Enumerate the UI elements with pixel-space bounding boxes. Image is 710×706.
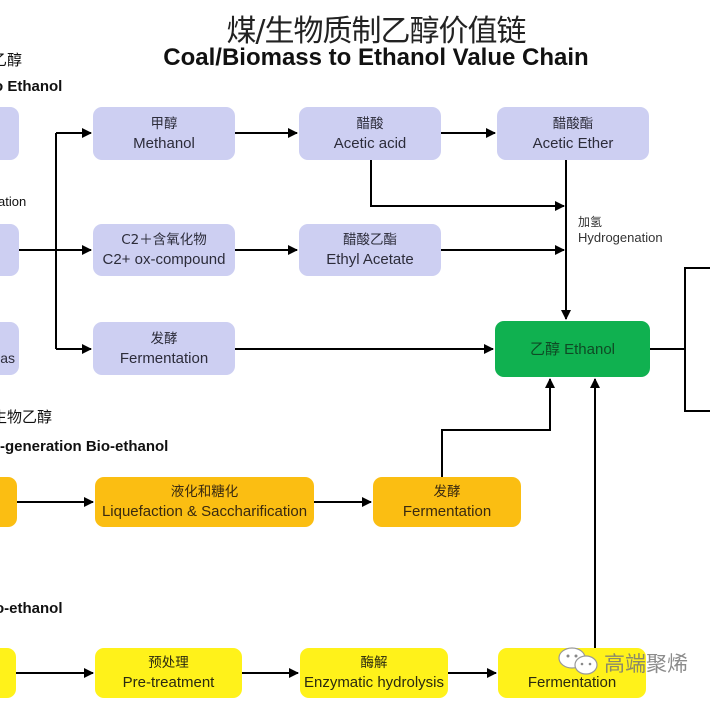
pretreatment-label-en: Pre-treatment — [122, 674, 215, 691]
gasification-box — [0, 224, 19, 276]
hydrogenation-label-en: Hydrogenation — [578, 230, 663, 245]
c2-compound-label-en: C2+ ox-compound — [102, 251, 226, 268]
syngas-label: as — [0, 350, 15, 366]
title-chinese: 煤/生物质制乙醇价值链 — [226, 14, 526, 49]
arrow-bio1-fermentation-ethanol — [441, 378, 555, 477]
ethanol-label: 乙醇 Ethanol — [529, 340, 616, 358]
coal-fermentation-label-en: Fermentation — [119, 349, 209, 367]
title-english: Coal/Biomass to Ethanol Value Chain — [163, 44, 589, 71]
ethanol-box: 乙醇 Ethanol — [495, 321, 650, 377]
section-coal-label-en: o Ethanol — [0, 78, 63, 95]
ethyl-acetate-label-cn: 醋酸乙酯 — [343, 232, 397, 248]
c2-compound-box: C2＋含氧化物 C2+ ox-compound — [93, 224, 235, 276]
syngas-box: as — [0, 322, 19, 375]
arrow-acetic-hydrogenation — [370, 160, 565, 211]
acetic-acid-box: 醋酸 Acetic acid — [299, 107, 441, 160]
bio2-source-box — [0, 648, 16, 698]
enzymatic-label-cn: 酶解 — [360, 655, 388, 671]
hydrogenation-label-cn: 加氢 — [578, 215, 603, 229]
acetic-ether-label-cn: 醋酸酯 — [552, 115, 594, 132]
ethyl-acetate-box: 醋酸乙酯 Ethyl Acetate — [299, 224, 441, 276]
acetic-ether-box: 醋酸酯 Acetic Ether — [497, 107, 649, 160]
liquefaction-label-en: Liquefaction & Saccharification — [101, 503, 308, 520]
methanol-label-en: Methanol — [133, 134, 195, 152]
bio1-source-box — [0, 477, 17, 527]
hydrogenation-label: 加氢 Hydrogenation — [578, 214, 663, 246]
section-bio1-label-en: -generation Bio-ethanol — [0, 438, 169, 455]
acetic-acid-label-en: Acetic acid — [333, 134, 407, 152]
c2-compound-label-cn: C2＋含氧化物 — [121, 232, 207, 248]
liquefaction-box: 液化和糖化 Liquefaction & Saccharification — [95, 477, 314, 527]
bio1-fermentation-label-cn: 发酵 — [433, 484, 461, 500]
section-bio1-label-cn: 生物乙醇 — [0, 408, 53, 426]
acetic-ether-label-en: Acetic Ether — [532, 134, 614, 152]
liquefaction-label-cn: 液化和糖化 — [170, 484, 239, 500]
wechat-icon — [557, 646, 601, 683]
pretreatment-box: 预处理 Pre-treatment — [95, 648, 242, 698]
coal-source-box — [0, 107, 19, 160]
watermark-text: 高端聚烯 — [604, 652, 688, 676]
coal-fermentation-box: 发酵 Fermentation — [93, 322, 235, 375]
pretreatment-label-cn: 预处理 — [148, 655, 189, 671]
acetic-acid-label-cn: 醋酸 — [356, 115, 384, 132]
bio1-fermentation-box: 发酵 Fermentation — [373, 477, 521, 527]
gasification-label: ation — [0, 194, 27, 209]
methanol-label-cn: 甲醇 — [150, 115, 178, 132]
methanol-box: 甲醇 Methanol — [93, 107, 235, 160]
ethyl-acetate-label-en: Ethyl Acetate — [326, 251, 414, 268]
coal-fermentation-label-cn: 发酵 — [150, 330, 178, 347]
bio2-fermentation-label-en: Fermentation — [527, 674, 617, 691]
bio1-fermentation-label-en: Fermentation — [402, 503, 492, 520]
enzymatic-box: 酶解 Enzymatic hydrolysis — [300, 648, 448, 698]
section-bio2-label-en: o-ethanol — [0, 600, 63, 617]
section-coal-label-cn: 乙醇 — [0, 51, 23, 69]
enzymatic-label-en: Enzymatic hydrolysis — [303, 674, 445, 691]
output-bracket — [684, 267, 710, 412]
